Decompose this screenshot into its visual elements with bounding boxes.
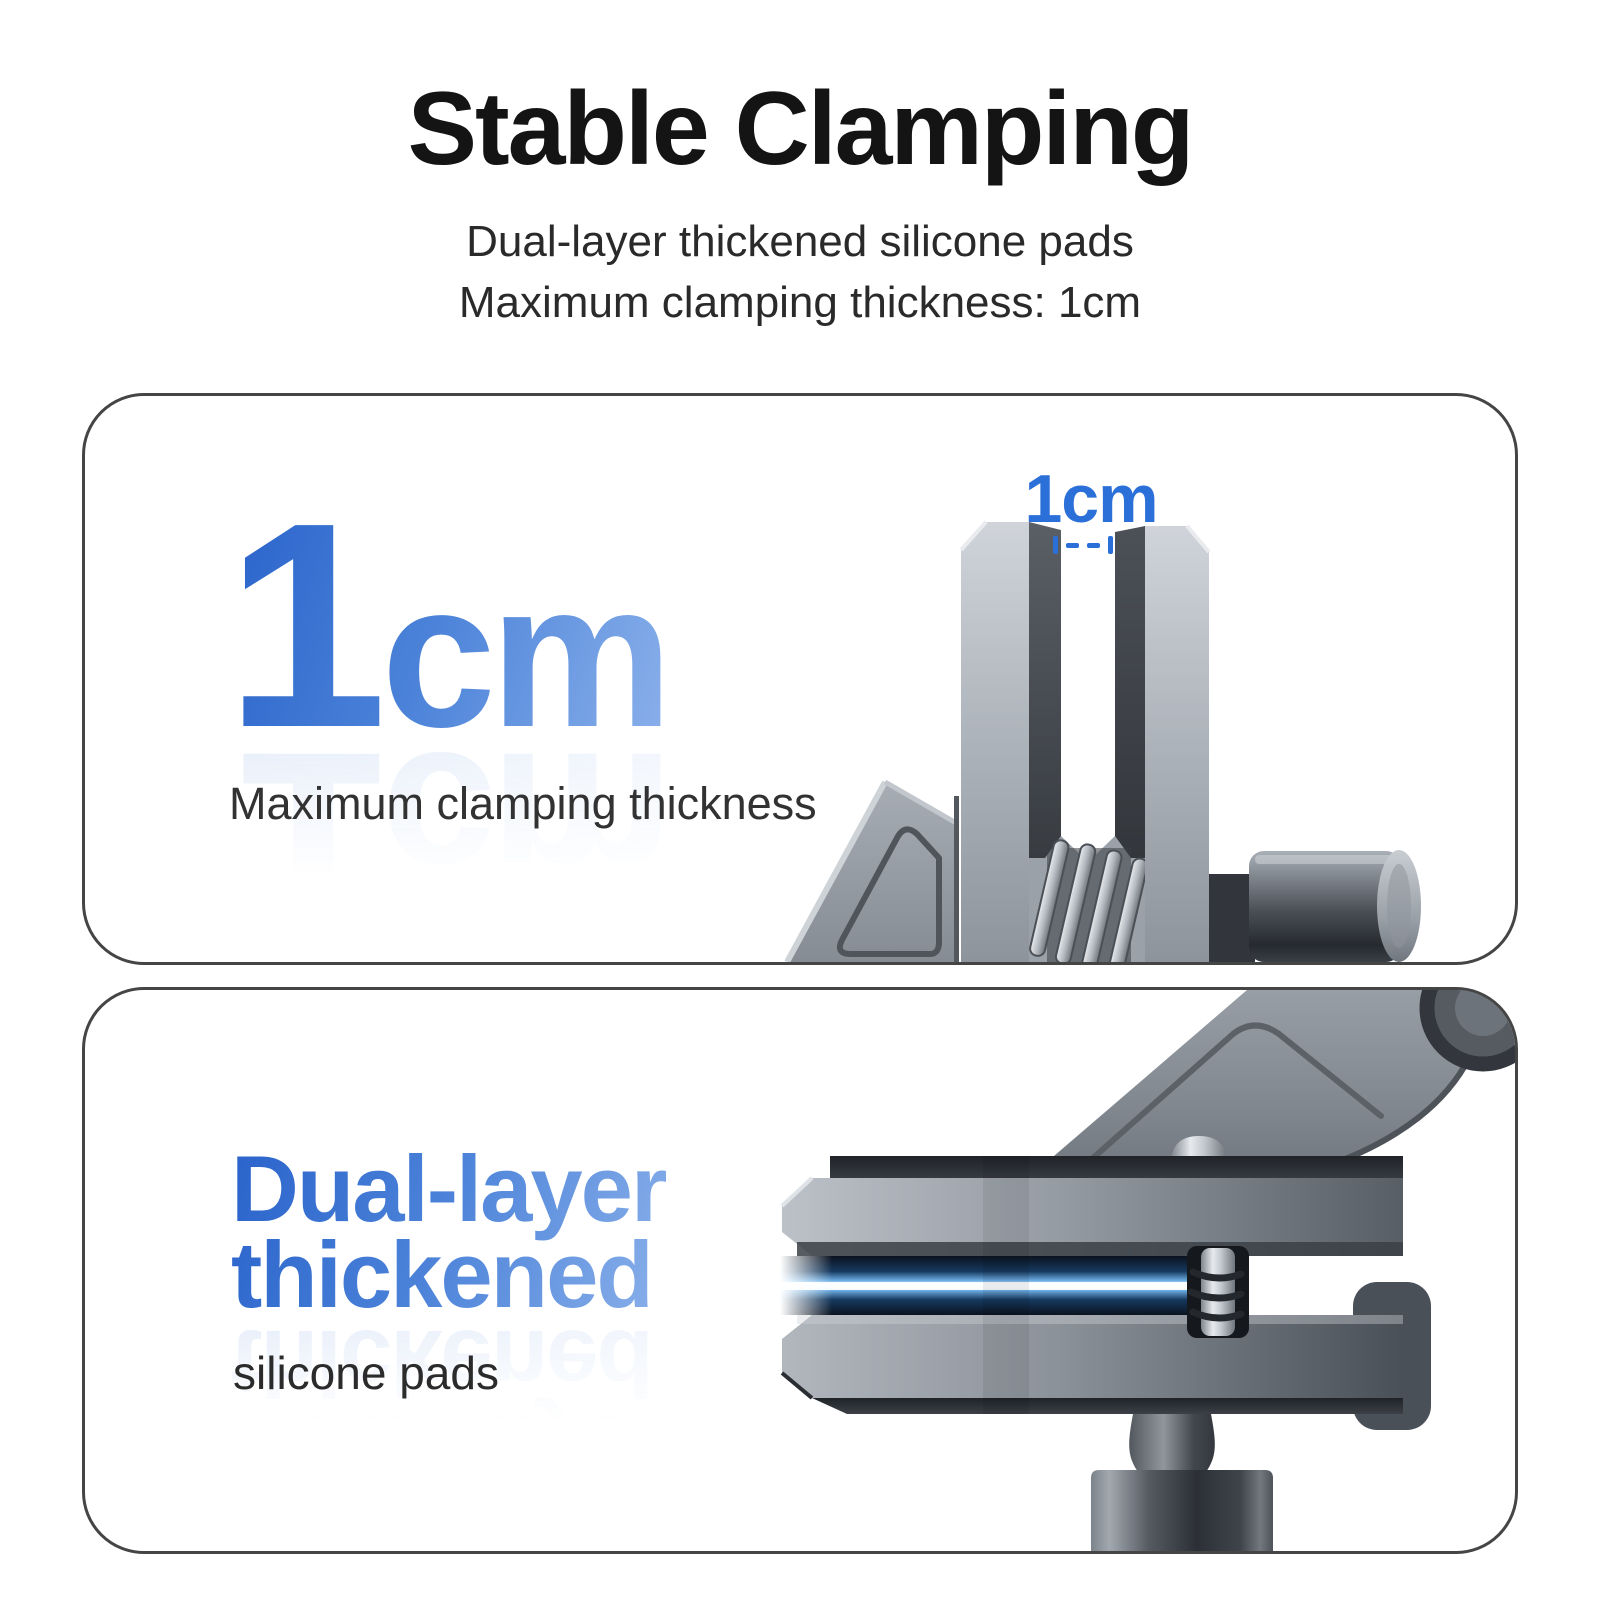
measure-tick-left: [1053, 536, 1058, 554]
top-jaw: [780, 1156, 1403, 1256]
headline-text: Dual-layer thickened: [231, 1146, 666, 1319]
clamp-side-view-photo: [780, 990, 1515, 1551]
body-groove: [836, 826, 942, 957]
adjustment-knob: [1209, 850, 1421, 962]
subtitle-line-1: Dual-layer thickened silicone pads: [466, 217, 1134, 267]
return-spring: [1187, 1246, 1249, 1338]
page-subtitle: Dual-layer thickened silicone pads Maxim…: [0, 212, 1600, 333]
bottom-jaw: [780, 1282, 1431, 1430]
stat-label: Maximum clamping thickness: [229, 778, 817, 829]
stat-text: 1cm: [225, 512, 667, 740]
stat-value: 1: [225, 462, 382, 788]
left-jaw-inner-face: [1029, 522, 1061, 858]
clamp-body-arm: [784, 779, 960, 962]
right-jaw-inner-face: [1115, 526, 1145, 858]
clamp-gap: [1061, 530, 1115, 862]
headline-block: Dual-layer thickened Dual-layer thickene…: [231, 1146, 666, 1319]
stat-block: 1cm 1cm: [225, 512, 667, 740]
measurement-marks: [1053, 536, 1113, 554]
left-jaw: [959, 520, 1029, 962]
feature-card-clamping-thickness: 1cm 1cm Maximum clamping thickness 1cm: [82, 393, 1518, 965]
mounting-post: [1091, 1414, 1273, 1551]
stat-unit: cm: [381, 540, 668, 770]
shadow-band: [983, 1156, 1029, 1414]
feature-card-silicone-pads: Dual-layer thickened Dual-layer thickene…: [82, 987, 1518, 1554]
gap-callout-label: 1cm: [1024, 461, 1158, 537]
header: Stable Clamping Dual-layer thickened sil…: [0, 72, 1600, 334]
right-jaw: [1145, 524, 1211, 962]
arm-groove: [1090, 1022, 1384, 1161]
measure-tick-right: [1108, 536, 1113, 554]
spring-coil: [1029, 839, 1149, 962]
glow-silicone-pads: [780, 1256, 1193, 1315]
pivot-arm: [1047, 990, 1515, 1192]
page-title: Stable Clamping: [407, 71, 1195, 187]
subheadline: silicone pads: [233, 1347, 499, 1399]
measure-dash: [1087, 542, 1100, 548]
subtitle-line-2: Maximum clamping thickness: 1cm: [458, 278, 1142, 328]
headline-line-2: thickened: [231, 1222, 652, 1328]
measure-dash: [1066, 542, 1079, 548]
clamp-top-view-photo: [784, 520, 1421, 962]
